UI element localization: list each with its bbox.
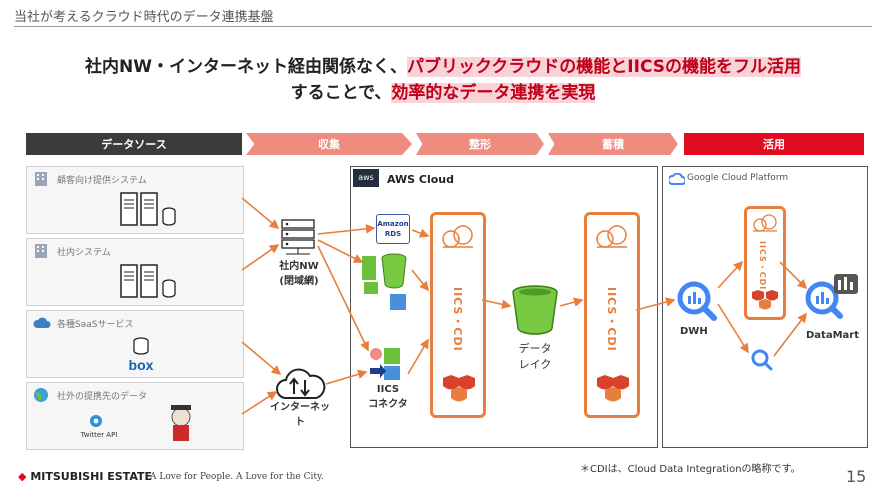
datamart-label: DataMart (806, 330, 859, 341)
aws-logo-icon: aws (353, 169, 379, 187)
company-logo: ◆ MITSUBISHI ESTATE (18, 470, 152, 483)
diamond-logo-icon: ◆ (18, 470, 27, 483)
section-title: 当社が考えるクラウド時代のデータ連携基盤 (14, 10, 274, 25)
stage-use: 活用 (684, 133, 864, 155)
gcp-logo-icon (669, 173, 685, 185)
connector-label: IICS コネクタ (360, 384, 416, 410)
headline-line1-prefix: 社内NW・インターネット経由関係なく、 (85, 57, 407, 77)
source-label: 社内システム (57, 248, 111, 258)
rds-line2: RDS (384, 230, 402, 238)
datamart-icon (805, 274, 858, 319)
gcp-title: Google Cloud Platform (687, 173, 789, 183)
title-divider (14, 26, 872, 27)
cloud-cluster-icon (442, 225, 473, 248)
company-name: MITSUBISHI ESTATE (30, 470, 152, 483)
dwh-label: DWH (680, 326, 708, 337)
iics-cdi-gcp-label: IICS・CDI (758, 241, 767, 291)
aws-title: AWS Cloud (387, 173, 455, 186)
tagline: A Love for People. A Love for the City. (150, 472, 324, 482)
building-icon (35, 244, 47, 258)
rds-line1: Amazon (377, 220, 409, 228)
mascot-icon (171, 405, 191, 441)
shield-cluster-icon (443, 375, 475, 402)
cloud-cluster-icon (596, 225, 627, 248)
aws-transfer-icons (362, 253, 407, 310)
stage-shape: 整形 (416, 133, 544, 155)
data-lake-line1: データ (518, 342, 552, 355)
connector-line1: IICS (376, 384, 400, 395)
twitter-api-label: Twitter API (80, 431, 118, 439)
building-icon (35, 172, 47, 186)
headline-line2: することで、効率的なデータ連携を実現 (0, 78, 886, 103)
shield-cluster-icon (752, 290, 778, 310)
bigquery-dwh-icon (677, 281, 717, 321)
internal-network-line2: (閉域網) (279, 276, 319, 287)
svg-text:box: box (129, 357, 154, 373)
cloud-cluster-icon (753, 214, 777, 232)
network-server-icon (281, 219, 315, 255)
footnote: ＊CDIは、Cloud Data Integrationの略称です。 (580, 464, 801, 475)
source-label: 各種SaaSサービス (57, 320, 134, 330)
page-number: 15 (846, 467, 867, 486)
connector-line2: コネクタ (368, 399, 408, 410)
headline-line1-emph: パブリッククラウドの機能とIICSの機能をフル活用 (406, 57, 801, 77)
internet-cloud-icon (276, 368, 326, 399)
bigquery-small-icon (751, 349, 773, 371)
data-lake-label: データ レイク (500, 340, 570, 372)
server-icon (120, 264, 176, 298)
data-lake-bucket-icon (512, 285, 558, 335)
stage-datasource: データソース (26, 133, 242, 155)
globe-icon (34, 388, 48, 402)
shield-cluster-icon (597, 375, 629, 402)
data-lake-line2: レイク (518, 358, 552, 371)
iics-cdi-label: IICS・CDI (451, 287, 464, 352)
source-label: 顧客向け提供システム (57, 176, 147, 186)
rds-icon: Amazon RDS (376, 214, 410, 244)
source-customer-system: 顧客向け提供システム (26, 166, 244, 234)
stage-collect: 収集 (246, 133, 412, 155)
twitter-gear-icon (90, 415, 102, 427)
headline-line2-prefix: することで、 (290, 83, 392, 103)
internal-network-label: 社内NW (閉域網) (264, 257, 334, 287)
server-icon (120, 192, 176, 226)
headline-line2-emph: 効率的なデータ連携を実現 (391, 83, 596, 103)
iics-cdi-gcp: IICS・CDI (744, 206, 786, 320)
stage-store: 蓄積 (548, 133, 678, 155)
box-logo-icon: box (129, 337, 154, 373)
iics-cdi-store: IICS・CDI (584, 212, 640, 418)
internal-network-line1: 社内NW (279, 261, 319, 272)
cloud-icon (33, 317, 51, 328)
iics-cdi-label: IICS・CDI (605, 287, 618, 352)
internet-label: インターネッ ト (262, 398, 338, 428)
internet-line2: ト (295, 417, 305, 428)
headline-line1: 社内NW・インターネット経由関係なく、パブリッククラウドの機能とIICSの機能を… (0, 52, 886, 77)
source-partner-data: 社外の提携先のデータ Twitter API (26, 382, 244, 450)
source-internal-system: 社内システム (26, 238, 244, 306)
iics-cdi-collect: IICS・CDI (430, 212, 486, 418)
source-saas: 各種SaaSサービス box (26, 310, 244, 378)
internet-line1: インターネッ (270, 402, 330, 413)
source-label: 社外の提携先のデータ (57, 392, 148, 402)
connector-icon (370, 348, 400, 380)
